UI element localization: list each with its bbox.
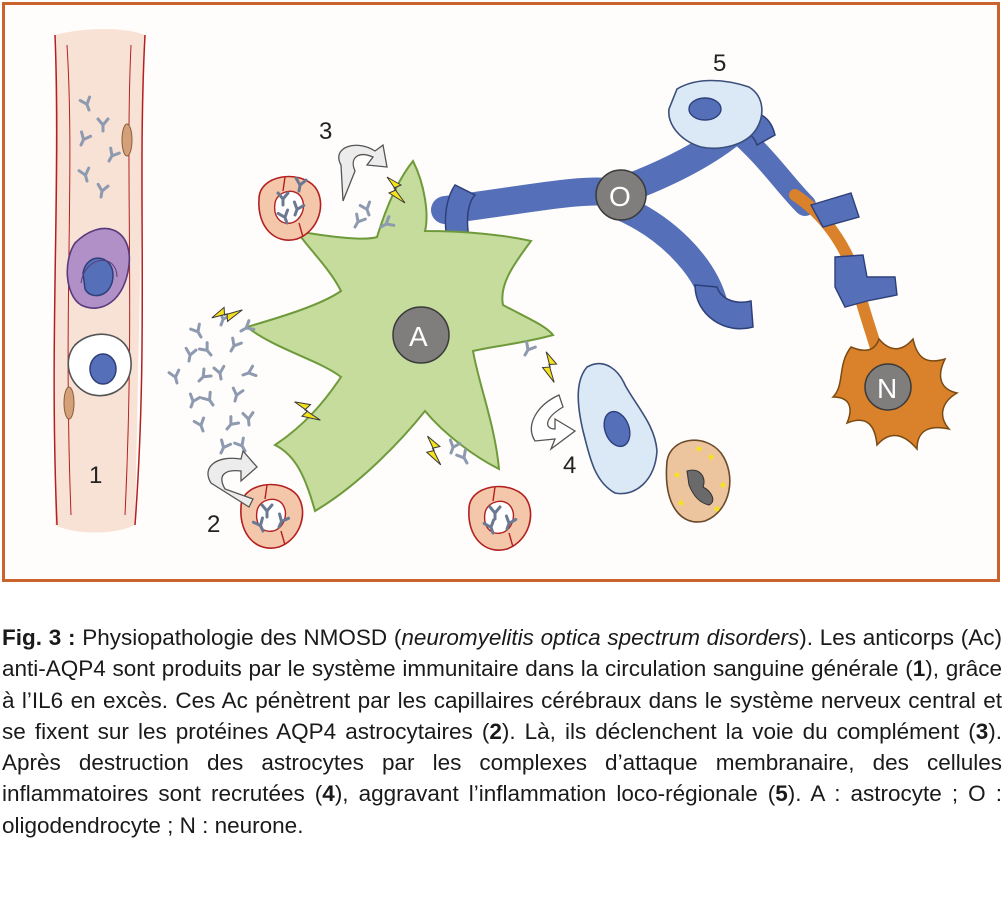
lightning-icon [536, 351, 564, 383]
blood-vessel: 1 [53, 29, 146, 533]
neutrophil [665, 439, 731, 523]
macrophage [577, 362, 658, 495]
caption-ref-3: 3 [975, 718, 989, 744]
complement-arrow-2: 2 [207, 449, 258, 538]
label-step-1: 1 [89, 462, 102, 489]
caption-italic: neuromyelitis optica spectrum disorders [401, 625, 800, 650]
caption-text: ). Là, ils déclenchent la voie du complé… [501, 718, 976, 744]
plasma-cell [66, 227, 131, 309]
label-step-3: 3 [319, 118, 332, 145]
astrocyte: A [244, 159, 555, 513]
caption-text: Physiopathologie des NMOSD ( [75, 625, 402, 650]
caption-ref-5: 5 [775, 781, 788, 807]
caption-text: ). Après destruction des astrocytes par … [2, 718, 1003, 807]
caption-ref-2: 2 [489, 718, 502, 744]
diagram: 1 O N 5 A [53, 29, 960, 551]
caption-fig-label: Fig. 3 : [2, 625, 76, 650]
neuron: N [789, 189, 960, 452]
lightning-icon [211, 300, 243, 328]
capillary-bottom-middle [468, 485, 532, 551]
label-neuron: N [877, 373, 897, 404]
caption-text: ), aggravant l’inflammation loco-régiona… [334, 781, 776, 807]
caption-ref-4: 4 [322, 781, 335, 807]
lymphocyte [67, 333, 132, 397]
caption-text: ). Les anticorps (Ac) anti-AQP4 sont pro… [2, 625, 1002, 682]
caption-text: ). A : astrocyte ; O : oligodendrocyte ;… [2, 781, 1002, 838]
caption-ref-1: 1 [912, 656, 926, 682]
figure-caption: Fig. 3 : Physiopathologie des NMOSD (neu… [2, 622, 1002, 841]
recruitment-arrow-4: 4 [530, 394, 576, 479]
figure-frame: 1 O N 5 A [2, 2, 1000, 582]
lightning-icon [422, 435, 446, 466]
caption-text: ), grâce à l’IL6 en excès. Ces Ac pénètr… [2, 656, 1003, 744]
capillary-top-left [258, 175, 322, 241]
label-step-2: 2 [207, 511, 220, 538]
capillary-bottom-left [240, 483, 304, 549]
label-step-5: 5 [713, 50, 726, 77]
label-step-4: 4 [563, 452, 576, 479]
label-oligodendrocyte: O [609, 181, 631, 212]
inflammatory-cell-5: 5 [668, 50, 763, 149]
label-astrocyte: A [409, 321, 428, 352]
complement-arrow-3: 3 [319, 118, 388, 202]
